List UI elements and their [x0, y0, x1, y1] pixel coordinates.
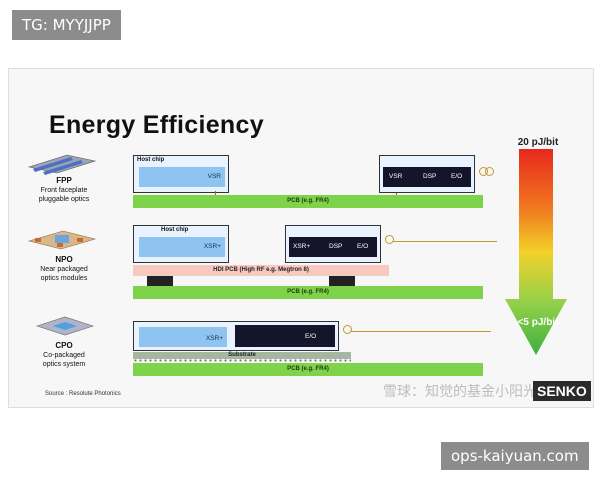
- fpp-module-chip: VSR DSP E/O: [383, 167, 471, 187]
- cpo-abbr: CPO: [55, 341, 73, 350]
- npo-pad-right: [329, 276, 355, 286]
- npo-host-chip-label: XSR+: [203, 243, 221, 250]
- source-note: Source : Resolute Photonics: [45, 391, 121, 397]
- watermark: 雪球：知觉的基金小阳光: [383, 384, 537, 400]
- slide: Energy Efficiency FPP Front faceplate pl…: [8, 68, 594, 408]
- cpo-label: CPO Co-packaged optics system: [29, 341, 99, 369]
- scale-top-label: 20 pJ/bit: [517, 137, 559, 148]
- fpp-module-dsp: DSP: [423, 173, 437, 180]
- fpp-host-chip: VSR: [139, 167, 225, 187]
- cpo-module-eo: E/O: [305, 333, 317, 340]
- energy-scale-arrow: [505, 149, 567, 355]
- cpo-substrate: Substrate: [133, 352, 351, 359]
- pluggable-modules-icon: [27, 154, 97, 175]
- npo-fiber-coil-icon: [385, 235, 394, 244]
- npo-desc2: optics modules: [40, 275, 88, 282]
- cpo-solder-bumps: [133, 359, 351, 362]
- npo-host-chip: XSR+: [139, 237, 225, 257]
- npo-desc1: Near packaged: [40, 266, 88, 273]
- cpo-pcb: PCB (e.g. FR4): [133, 363, 483, 376]
- scale-bottom-label: <5 pJ/bit: [517, 317, 559, 328]
- fpp-host-label: Host chip: [137, 157, 165, 163]
- cpo-desc1: Co-packaged: [43, 352, 85, 359]
- fpp-module-illustration: [27, 153, 97, 175]
- fpp-abbr: FPP: [56, 176, 72, 185]
- co-packaged-icon: [36, 316, 94, 336]
- fpp-label: FPP Front faceplate pluggable optics: [29, 176, 99, 204]
- npo-module-chip: XSR+ DSP E/O: [289, 237, 377, 257]
- cpo-illustration: [35, 315, 95, 337]
- fpp-module-vsr: VSR: [389, 173, 403, 180]
- slide-title: Energy Efficiency: [49, 111, 264, 139]
- npo-pcb: PCB (e.g. FR4): [133, 286, 483, 299]
- npo-abbr: NPO: [55, 255, 73, 264]
- npo-module-dsp: DSP: [329, 243, 343, 250]
- senko-logo: SENKO: [533, 381, 591, 401]
- fpp-pcb: PCB (e.g. FR4): [133, 195, 483, 208]
- cpo-eo-chip: E/O: [235, 325, 335, 347]
- npo-pad-left: [147, 276, 173, 286]
- cpo-fiber-line: [351, 331, 491, 332]
- fpp-module-eo: E/O: [451, 173, 463, 180]
- fpp-desc1: Front faceplate: [40, 187, 88, 194]
- npo-module-eo: E/O: [357, 243, 369, 250]
- npo-hdi-pcb: HDI PCB (High RF e.g. Megtron 8): [133, 265, 389, 276]
- npo-label: NPO Near packaged optics modules: [29, 255, 99, 283]
- cpo-desc2: optics system: [42, 361, 86, 368]
- near-packaged-icon: [27, 230, 97, 250]
- cpo-host-chip-label: XSR+: [205, 335, 223, 342]
- cpo-host-chip: XSR+: [139, 327, 227, 347]
- top-tag: TG: MYYJJPP: [12, 10, 121, 40]
- bottom-tag: ops-kaiyuan.com: [441, 442, 589, 470]
- npo-fiber-line: [393, 241, 497, 242]
- npo-module-xsr: XSR+: [293, 243, 311, 250]
- npo-host-label: Host chip: [161, 227, 189, 233]
- cpo-fiber-coil-icon: [343, 325, 352, 334]
- fpp-fiber-coil-icon-2: [485, 167, 494, 176]
- fpp-desc2: pluggable optics: [38, 196, 90, 203]
- npo-illustration: [27, 229, 97, 251]
- fpp-host-chip-label: VSR: [207, 173, 221, 180]
